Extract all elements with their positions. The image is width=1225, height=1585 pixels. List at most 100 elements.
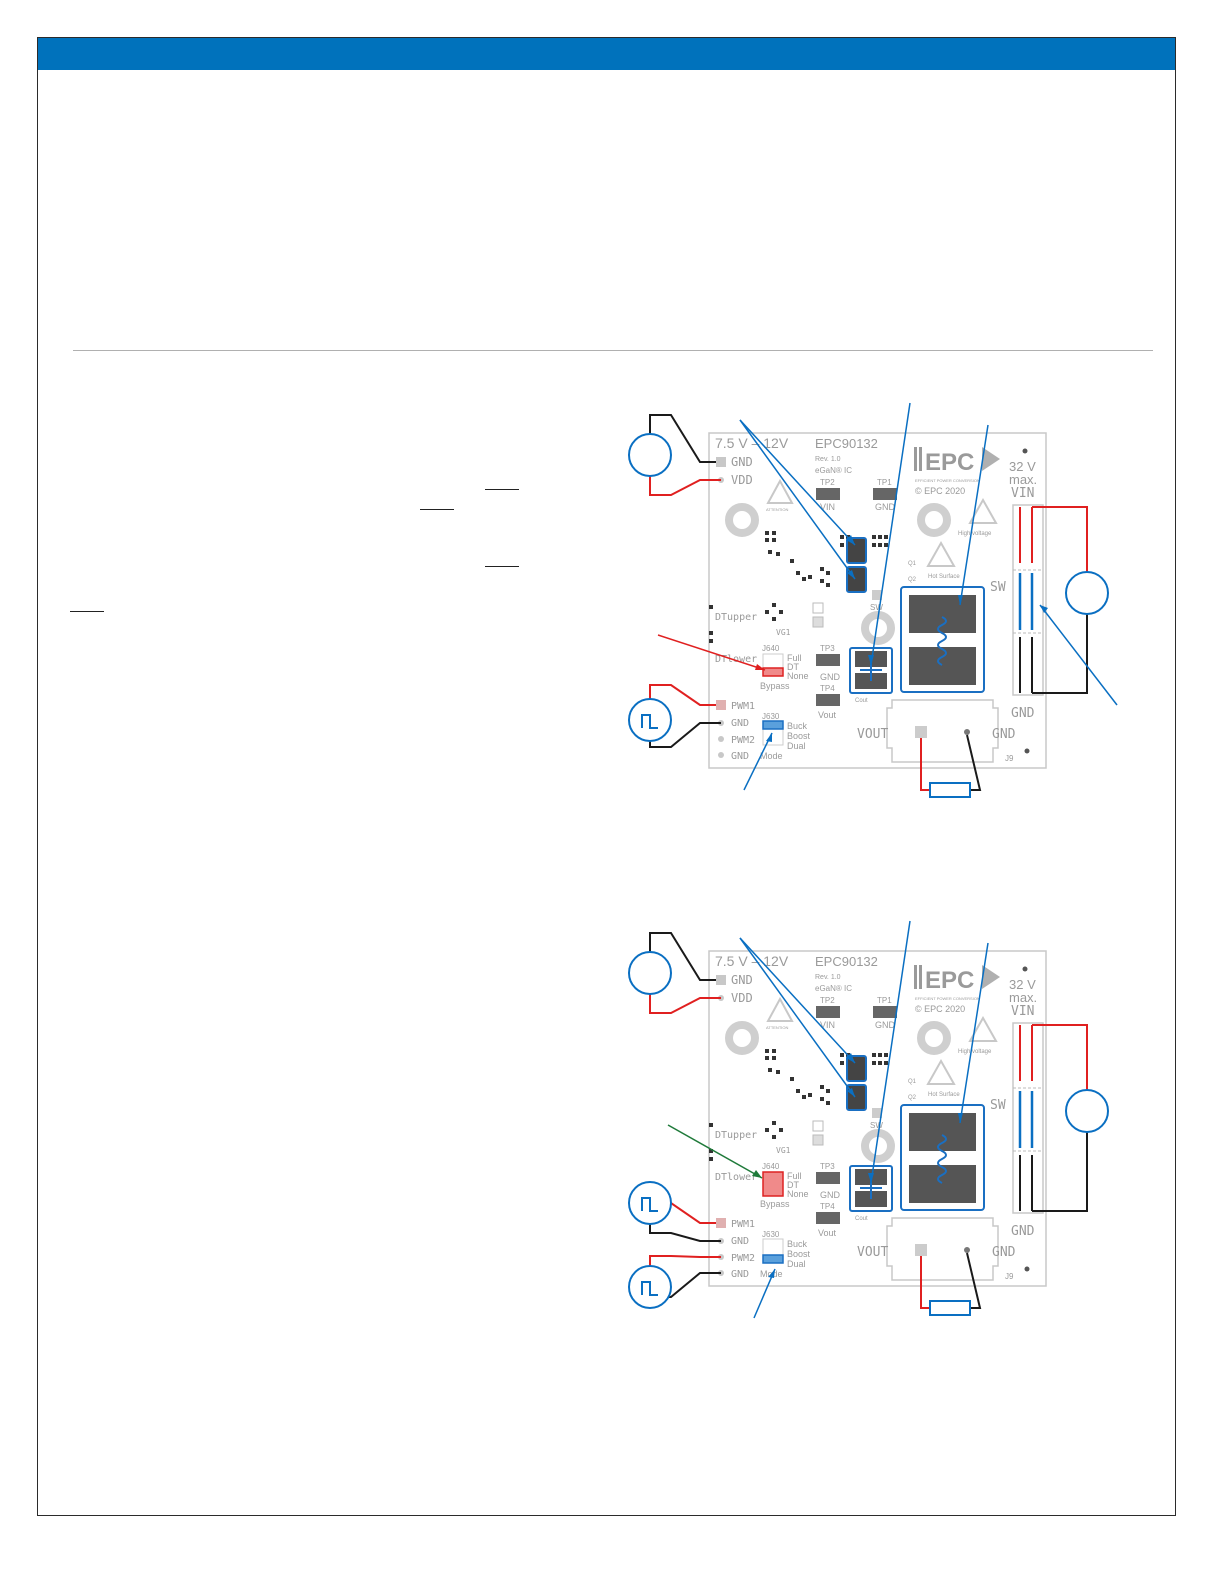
vin-rating-label: 32 V xyxy=(1009,977,1036,992)
vin-max-label: max. xyxy=(1009,990,1037,1005)
svg-text:Hot Surface: Hot Surface xyxy=(928,574,960,580)
mounting-hole xyxy=(917,1021,951,1055)
egan-label: eGaN® IC xyxy=(815,466,852,475)
copyright-label: © EPC 2020 xyxy=(915,486,965,496)
tp4-pad xyxy=(816,694,840,706)
svg-text:Buck: Buck xyxy=(787,1239,808,1249)
svg-text:PWM1: PWM1 xyxy=(731,701,755,712)
svg-text:GND: GND xyxy=(731,1269,749,1280)
inductor xyxy=(900,1104,985,1211)
egan-label: eGaN® IC xyxy=(815,984,852,993)
svg-text:Q2: Q2 xyxy=(908,577,917,583)
svg-text:J630: J630 xyxy=(762,712,780,721)
svg-text:PWM2: PWM2 xyxy=(731,1253,755,1264)
svg-text:Full: Full xyxy=(787,653,802,663)
svg-text:Bypass: Bypass xyxy=(760,681,790,691)
load-resistor xyxy=(929,1300,971,1316)
tp1-pad xyxy=(873,488,897,500)
overline-mark xyxy=(485,566,519,567)
svg-text:GND: GND xyxy=(992,727,1016,742)
svg-text:Buck: Buck xyxy=(787,721,808,731)
svg-text:None: None xyxy=(787,1189,809,1199)
vin-rating-label: 32 V xyxy=(1009,459,1036,474)
epc-logo: EPC xyxy=(914,965,1000,994)
tp2-vin-label: VIN xyxy=(820,502,835,512)
svg-text:Vout: Vout xyxy=(818,1228,837,1238)
svg-text:PWM1: PWM1 xyxy=(731,1219,755,1230)
tp3-label: TP3 xyxy=(820,644,835,653)
vout-connector xyxy=(886,1217,999,1281)
svg-text:VIN: VIN xyxy=(820,1020,835,1030)
vin-label: VIN xyxy=(1011,1004,1034,1019)
svg-text:GND: GND xyxy=(731,751,749,762)
bypass-arrow xyxy=(657,634,766,671)
board-name-label: EPC90132 xyxy=(815,954,878,969)
tp2-pad xyxy=(816,488,840,500)
svg-text:EPC: EPC xyxy=(925,449,974,476)
header-bar xyxy=(38,38,1175,70)
q1-fet xyxy=(846,537,867,564)
dtlower-label: DTlower xyxy=(715,1172,757,1183)
vdd-range-label: 7.5 V – 12V xyxy=(715,953,789,969)
svg-text:GND: GND xyxy=(820,1190,841,1200)
vdd-pad-label: VDD xyxy=(731,991,753,1005)
vdd-pad-label: VDD xyxy=(731,473,753,487)
svg-text:GND: GND xyxy=(820,672,841,682)
cout-capacitor xyxy=(849,1165,893,1212)
svg-text:SW: SW xyxy=(870,603,883,612)
page-frame xyxy=(37,37,1176,1516)
section-divider xyxy=(73,350,1153,351)
svg-text:VOUT: VOUT xyxy=(857,727,888,742)
rev-label: Rev. 1.0 xyxy=(815,456,841,463)
load-resistor xyxy=(929,782,971,798)
board-name-label: EPC90132 xyxy=(815,436,878,451)
svg-text:VG1: VG1 xyxy=(776,628,791,637)
svg-text:Bypass: Bypass xyxy=(760,1199,790,1209)
tp3-label: TP3 xyxy=(820,1162,835,1171)
svg-text:GND: GND xyxy=(731,1236,749,1247)
svg-text:J640: J640 xyxy=(762,644,780,653)
svg-text:Vout: Vout xyxy=(818,710,837,720)
cout-capacitor xyxy=(849,647,893,694)
tp1-pad xyxy=(873,1006,897,1018)
gnd-pad xyxy=(716,975,726,985)
vin-max-label: max. xyxy=(1009,472,1037,487)
svg-text:Boost: Boost xyxy=(787,731,811,741)
svg-text:DT: DT xyxy=(787,1180,799,1190)
svg-text:Dual: Dual xyxy=(787,1259,806,1269)
power-connector xyxy=(1012,1022,1044,1214)
svg-text:Mode: Mode xyxy=(760,751,783,761)
mounting-hole xyxy=(725,1021,759,1055)
svg-text:Q1: Q1 xyxy=(908,561,917,567)
svg-text:High voltage: High voltage xyxy=(958,531,992,537)
gnd-pad-label: GND xyxy=(731,455,753,469)
bypass-jumper xyxy=(762,1171,784,1197)
mode-jumper xyxy=(762,1254,784,1264)
svg-text:None: None xyxy=(787,671,809,681)
board-diagram-1: 7.5 V – 12V EPC90132 Rev. 1.0 eGaN® IC E… xyxy=(628,402,1118,798)
vin-source xyxy=(1065,571,1109,615)
svg-text:GND: GND xyxy=(992,1245,1016,1260)
svg-text:ATTENTION: ATTENTION xyxy=(766,1025,788,1030)
gnd-pad-label: GND xyxy=(731,973,753,987)
rev-label: Rev. 1.0 xyxy=(815,974,841,981)
tp1-label: TP1 xyxy=(877,478,892,487)
pwm1-pad xyxy=(716,1218,726,1228)
board-setup-figure-1: 7.5 V – 12V EPC90132 Rev. 1.0 eGaN® IC E… xyxy=(620,395,1140,835)
epc-logo: EPC xyxy=(914,447,1000,476)
smd-components xyxy=(709,1049,888,1161)
svg-text:EPC: EPC xyxy=(925,967,974,994)
svg-text:J9: J9 xyxy=(1005,1272,1014,1281)
mounting-hole xyxy=(725,503,759,537)
tp1-label: TP1 xyxy=(877,996,892,1005)
tp2-label: TP2 xyxy=(820,996,835,1005)
svg-text:Hot Surface: Hot Surface xyxy=(928,1092,960,1098)
svg-text:EFFICIENT POWER CONVERSION: EFFICIENT POWER CONVERSION xyxy=(915,478,980,483)
tp4-label: TP4 xyxy=(820,1202,835,1211)
svg-text:SW: SW xyxy=(990,1098,1006,1113)
mode-jumper xyxy=(762,720,784,730)
vin-label: VIN xyxy=(1011,486,1034,501)
tp2-pad xyxy=(816,1006,840,1018)
svg-text:GND: GND xyxy=(1011,1224,1035,1239)
vdd-source xyxy=(628,433,672,477)
